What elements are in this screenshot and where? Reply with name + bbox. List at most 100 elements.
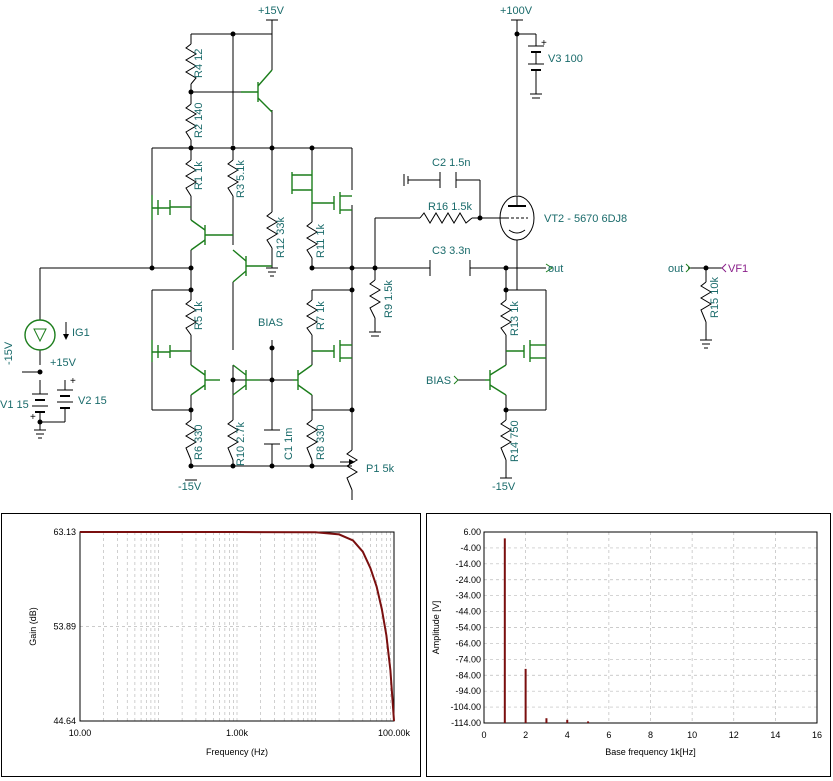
transistor-q2 xyxy=(232,249,272,283)
resistor-r15 xyxy=(700,281,712,323)
y-tick-label: 6.00 xyxy=(463,527,481,537)
y-tick-label: -54.00 xyxy=(455,623,481,633)
x-tick-label: 8 xyxy=(648,730,653,740)
y-tick-label: -14.00 xyxy=(455,559,481,569)
resistor-r12 xyxy=(266,211,278,249)
y-tick-label: -24.00 xyxy=(455,575,481,585)
label-neg15-right: -15V xyxy=(492,481,516,493)
plus-v2: + xyxy=(70,376,76,387)
resistor-r6 xyxy=(185,419,197,461)
label-c3: C3 3.3n xyxy=(432,245,471,257)
transistor-q1 xyxy=(190,219,233,251)
resistor-p1 xyxy=(346,449,358,491)
battery-v3 xyxy=(528,45,544,80)
y-tick-label: -104.00 xyxy=(450,702,481,712)
capacitor-c1 xyxy=(264,429,280,445)
label-vf1: VF1 xyxy=(728,263,748,275)
y-axis-label: Amplitude [V] xyxy=(431,601,441,655)
transistor-q6 xyxy=(485,364,507,396)
label-pos15-left: +15V xyxy=(50,357,77,369)
component-labels: +15V +100V R4 12 R2 140 R1 1k R3 5.1k R1… xyxy=(0,5,748,493)
y-tick-label: -114.00 xyxy=(451,718,481,728)
transistor-q-top xyxy=(241,69,273,113)
label-v3: V3 100 xyxy=(548,53,583,65)
x-tick-label: 2 xyxy=(523,730,528,740)
x-tick-label: 1.00k xyxy=(226,728,249,738)
y-tick-label: -64.00 xyxy=(455,638,481,648)
ground-icon xyxy=(34,429,46,439)
y-tick-label: 63.13 xyxy=(53,527,76,537)
label-c2: C2 1.5n xyxy=(432,157,471,169)
y-tick-label: -34.00 xyxy=(455,591,481,601)
y-tick-label: -84.00 xyxy=(455,670,481,680)
mosfet-m6 xyxy=(506,340,546,362)
transistor-q4 xyxy=(232,364,260,396)
label-r2: R2 140 xyxy=(193,103,205,138)
label-r13: R13 1k xyxy=(509,301,521,336)
label-p1: P1 5k xyxy=(366,463,395,475)
capacitors xyxy=(264,172,471,445)
y-tick-label: 53.89 xyxy=(53,621,76,631)
label-vcc15: +15V xyxy=(258,5,285,17)
resistor-r4 xyxy=(185,43,197,85)
spectrum-plot: 6.00 -4.00 -14.00 -24.00 -34.00 -44.00 -54.00 -… xyxy=(431,527,822,757)
capacitor-c2 xyxy=(439,172,457,188)
label-bias-mid: BIAS xyxy=(258,317,283,329)
gain-curve xyxy=(80,531,395,722)
transistor-q5 xyxy=(293,364,313,396)
resistors xyxy=(185,43,712,491)
label-r16: R16 1.5k xyxy=(428,201,473,213)
resistor-r14 xyxy=(500,419,512,461)
pot-wiper xyxy=(340,459,355,465)
resistor-r3 xyxy=(227,159,239,197)
x-tick-label: 10.00 xyxy=(69,728,92,738)
resistor-r1 xyxy=(185,159,197,197)
label-ig1: IG1 xyxy=(72,327,90,339)
label-r4: R4 12 xyxy=(193,49,205,78)
label-c1: C1 1m xyxy=(283,428,295,460)
vacuum-tube-vt2 xyxy=(499,195,535,241)
x-axis-label: Frequency (Hz) xyxy=(206,747,268,757)
ground-icon xyxy=(700,339,712,349)
label-v2: V2 15 xyxy=(78,395,107,407)
x-tick-label: 10 xyxy=(687,730,697,740)
y-tick-label: -94.00 xyxy=(455,686,481,696)
resistor-r16 xyxy=(419,212,473,224)
transistor-q3 xyxy=(190,364,220,396)
mosfet-m3 xyxy=(312,192,352,214)
ground-symbols xyxy=(34,93,712,439)
circuit-schematic: +15V +100V R4 12 R2 140 R1 1k R3 5.1k R1… xyxy=(0,5,748,500)
x-tick-label: 6 xyxy=(606,730,611,740)
label-bias-right: BIAS xyxy=(426,375,451,387)
ground-icon xyxy=(369,331,381,337)
mosfet-m2 xyxy=(291,170,313,210)
x-tick-label: 14 xyxy=(770,730,780,740)
resistor-r10 xyxy=(227,419,239,461)
label-r12: R12 33k xyxy=(275,217,287,258)
label-r8: R8 330 xyxy=(315,425,327,460)
y-tick-label: -74.00 xyxy=(455,654,481,664)
resistor-r13 xyxy=(500,299,512,336)
label-r3: R3 5.1k xyxy=(235,160,247,198)
ground-icon xyxy=(266,267,278,277)
label-neg15-left: -15V xyxy=(3,341,15,365)
current-source-ig1 xyxy=(24,319,69,351)
bjt-transistors xyxy=(190,69,507,396)
y-tick-label: -4.00 xyxy=(460,543,481,553)
y-tick-label: 44.64 xyxy=(53,716,76,726)
y-axis-label: Gain (dB) xyxy=(28,607,38,646)
wires xyxy=(28,20,722,500)
batteries xyxy=(32,45,544,413)
resistor-r9 xyxy=(369,279,381,319)
label-vcc100: +100V xyxy=(500,5,533,17)
plus-v1: + xyxy=(30,412,36,423)
spectrum-plot-panel: 6.00 -4.00 -14.00 -24.00 -34.00 -44.00 -54.00 -… xyxy=(426,513,831,777)
x-tick-label: 16 xyxy=(812,730,822,740)
label-r7: R7 1k xyxy=(315,301,327,330)
label-r6: R6 330 xyxy=(193,425,205,460)
supply-bars xyxy=(22,19,523,481)
resistor-r5 xyxy=(185,299,197,336)
label-neg15-bottom: -15V xyxy=(178,481,202,493)
y-tick-label: -44.00 xyxy=(455,607,481,617)
